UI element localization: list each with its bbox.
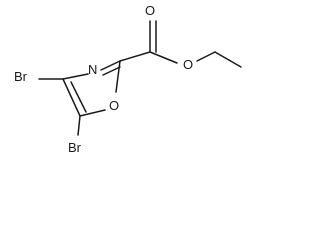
- atom-label-o-ester: O: [183, 57, 193, 72]
- bonds: [38, 20, 242, 136]
- atom-label-o-carbonyl: O: [145, 3, 155, 18]
- bond-carboxyl-oester: [149, 51, 178, 64]
- atom-label-br-5: Br: [68, 140, 82, 155]
- bond-c5-br: [77, 115, 81, 136]
- bond-ethyl-methyl: [214, 51, 242, 68]
- bond-o1-c5: [79, 109, 106, 117]
- atom-label-n: N: [88, 62, 97, 77]
- bond-c2-o1: [115, 60, 121, 93]
- bond-c2-carboxyl: [119, 51, 151, 62]
- bond-n3-c2: [100, 60, 121, 71]
- oxazole-ester-structure: N O O O Br Br: [14, 3, 242, 155]
- atom-labels: N O O O Br Br: [14, 3, 193, 155]
- bond-oester-ethyl: [196, 51, 216, 62]
- bond-c4-n3: [62, 73, 89, 80]
- bond-c5-c4: [62, 78, 81, 117]
- atom-label-br-4: Br: [14, 69, 28, 84]
- atom-label-o-ring: O: [109, 98, 119, 113]
- bond-c5-c4-double: [70, 81, 87, 113]
- bond-n3-c2-double: [102, 66, 121, 76]
